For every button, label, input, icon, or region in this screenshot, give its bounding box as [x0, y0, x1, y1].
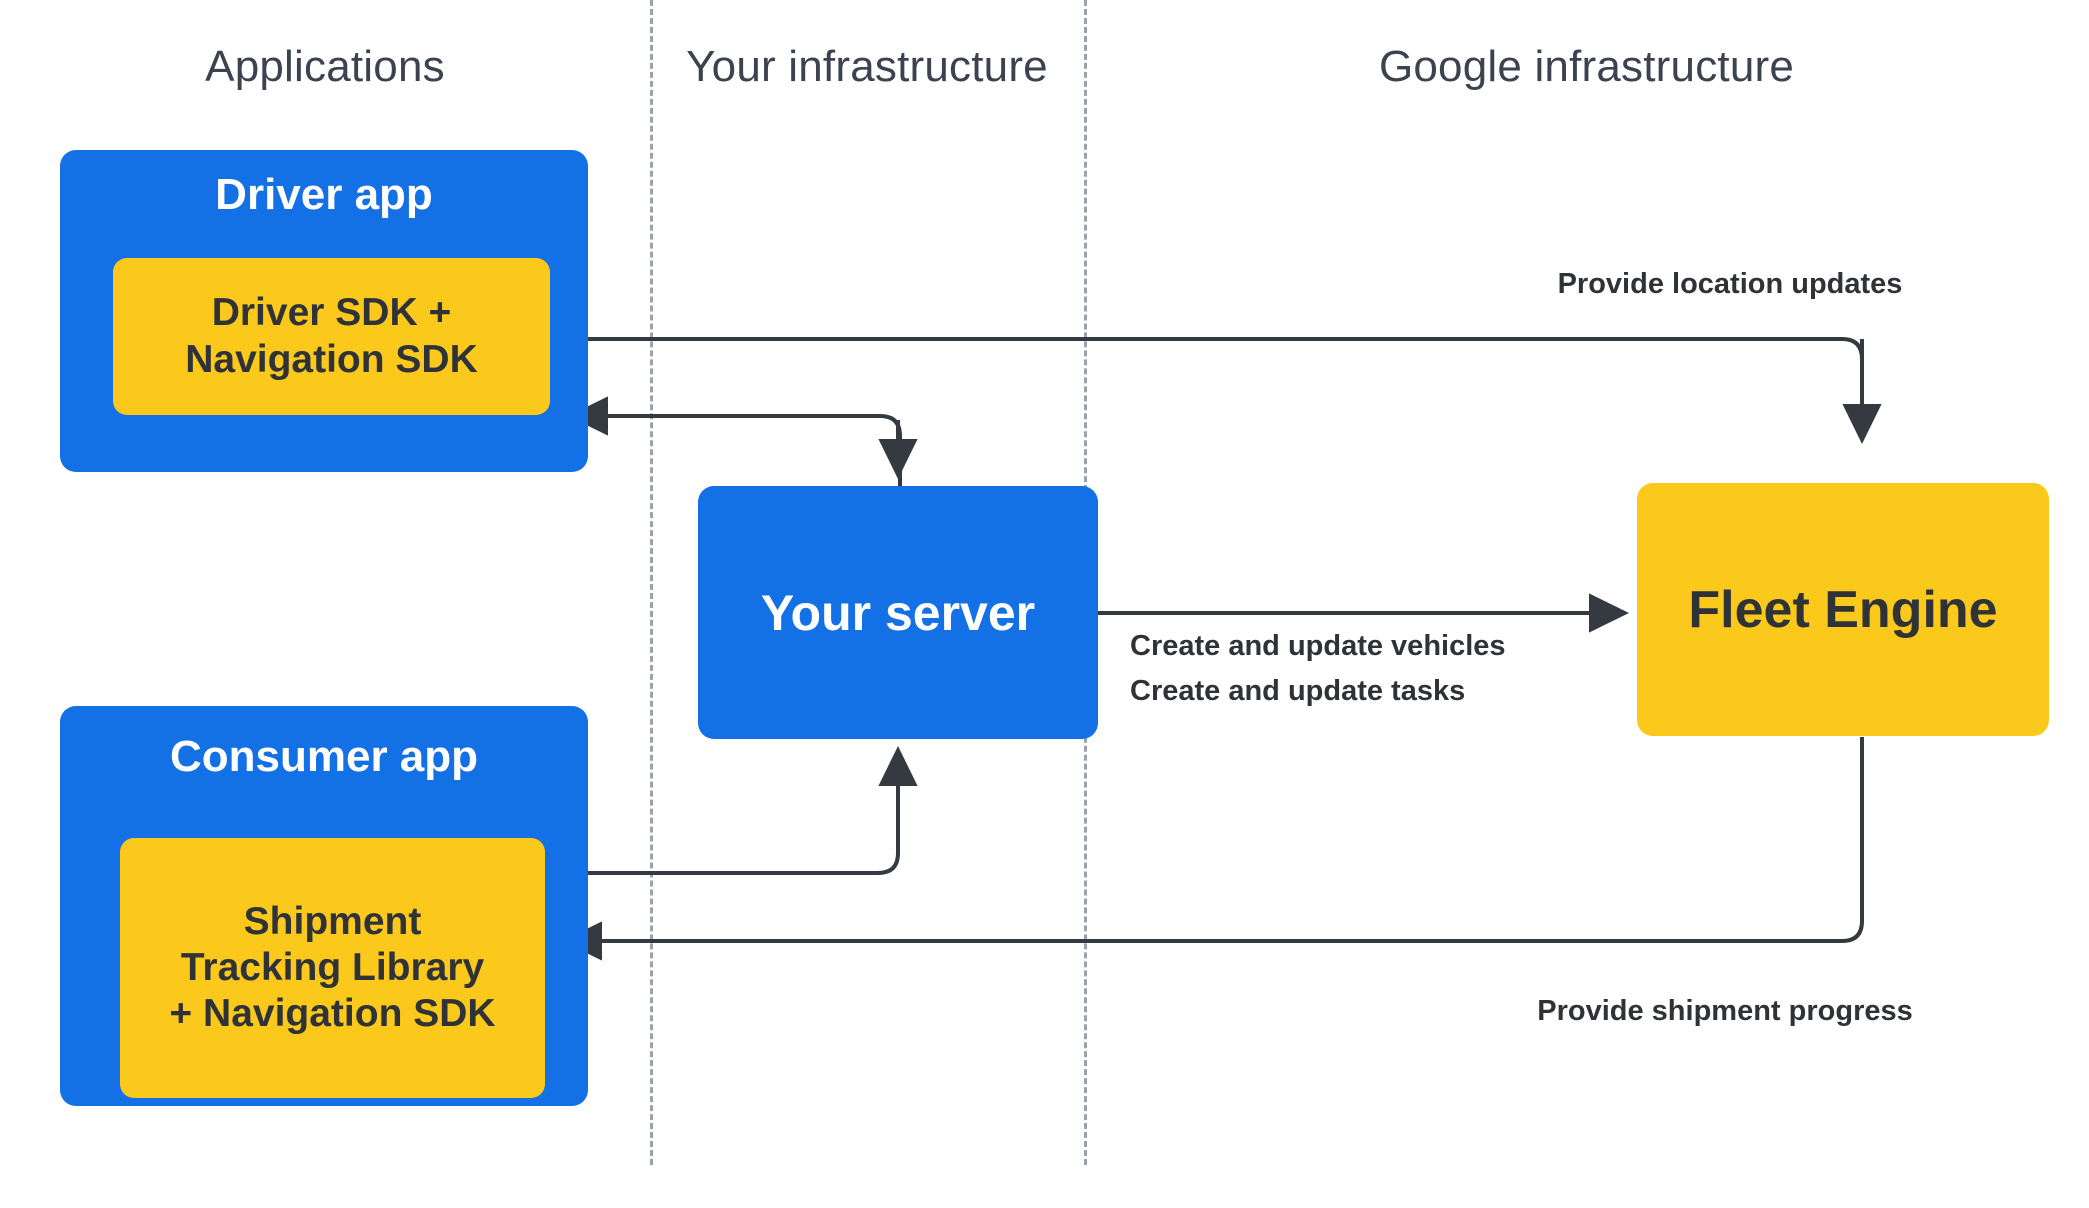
- node-driver-app[interactable]: Driver app Driver SDK + Navigation SDK: [60, 150, 588, 472]
- arrow-provide-location-updates-run: [531, 319, 1864, 370]
- node-driver-sdk[interactable]: Driver SDK + Navigation SDK: [113, 258, 550, 415]
- driver-sdk-line-1: Driver SDK +: [211, 291, 452, 335]
- your-server-label: Your server: [760, 584, 1036, 641]
- edge-label-provide-location-updates: Provide location updates: [1557, 268, 1903, 300]
- driver-sdk-label: Driver SDK + Navigation SDK: [185, 290, 478, 382]
- column-header-google-infrastructure: Google infrastructure: [1378, 42, 1795, 91]
- consumer-app-title: Consumer app: [169, 732, 479, 781]
- driver-sdk-line-2: Navigation SDK: [185, 337, 478, 381]
- column-header-applications: Applications: [205, 42, 445, 91]
- driver-app-title: Driver app: [215, 170, 433, 219]
- consumer-sdk-line-2: Tracking Library: [180, 945, 485, 989]
- edge-label-create-and-update-tasks: Create and update tasks: [1130, 675, 1466, 707]
- node-fleet-engine[interactable]: Fleet Engine: [1637, 483, 2049, 736]
- consumer-sdk-line-3: + Navigation SDK: [169, 992, 496, 1035]
- arrow-driver-to-server: [593, 416, 900, 478]
- node-consumer-app[interactable]: Consumer app Shipment Tracking Library +…: [60, 706, 588, 1106]
- arrow-server-to-driver: [568, 396, 902, 487]
- edge-label-provide-shipment-progress: Provide shipment progress: [1537, 995, 1913, 1027]
- arrow-consumer-to-server: [530, 746, 918, 893]
- column-divider-left: [650, 0, 653, 1165]
- arrow-provide-shipment-progress: [562, 737, 1864, 961]
- edge-label-create-and-update-vehicles: Create and update vehicles: [1130, 630, 1506, 662]
- node-consumer-sdk[interactable]: Shipment Tracking Library + Navigation S…: [120, 838, 545, 1098]
- fleet-engine-label: Fleet Engine: [1688, 580, 1998, 639]
- consumer-sdk-line-1: Shipment: [243, 899, 422, 943]
- column-header-your-infrastructure: Your infrastructure: [686, 42, 1048, 91]
- consumer-sdk-label: Shipment Tracking Library + Navigation S…: [169, 899, 495, 1037]
- node-your-server[interactable]: Your server: [698, 486, 1098, 739]
